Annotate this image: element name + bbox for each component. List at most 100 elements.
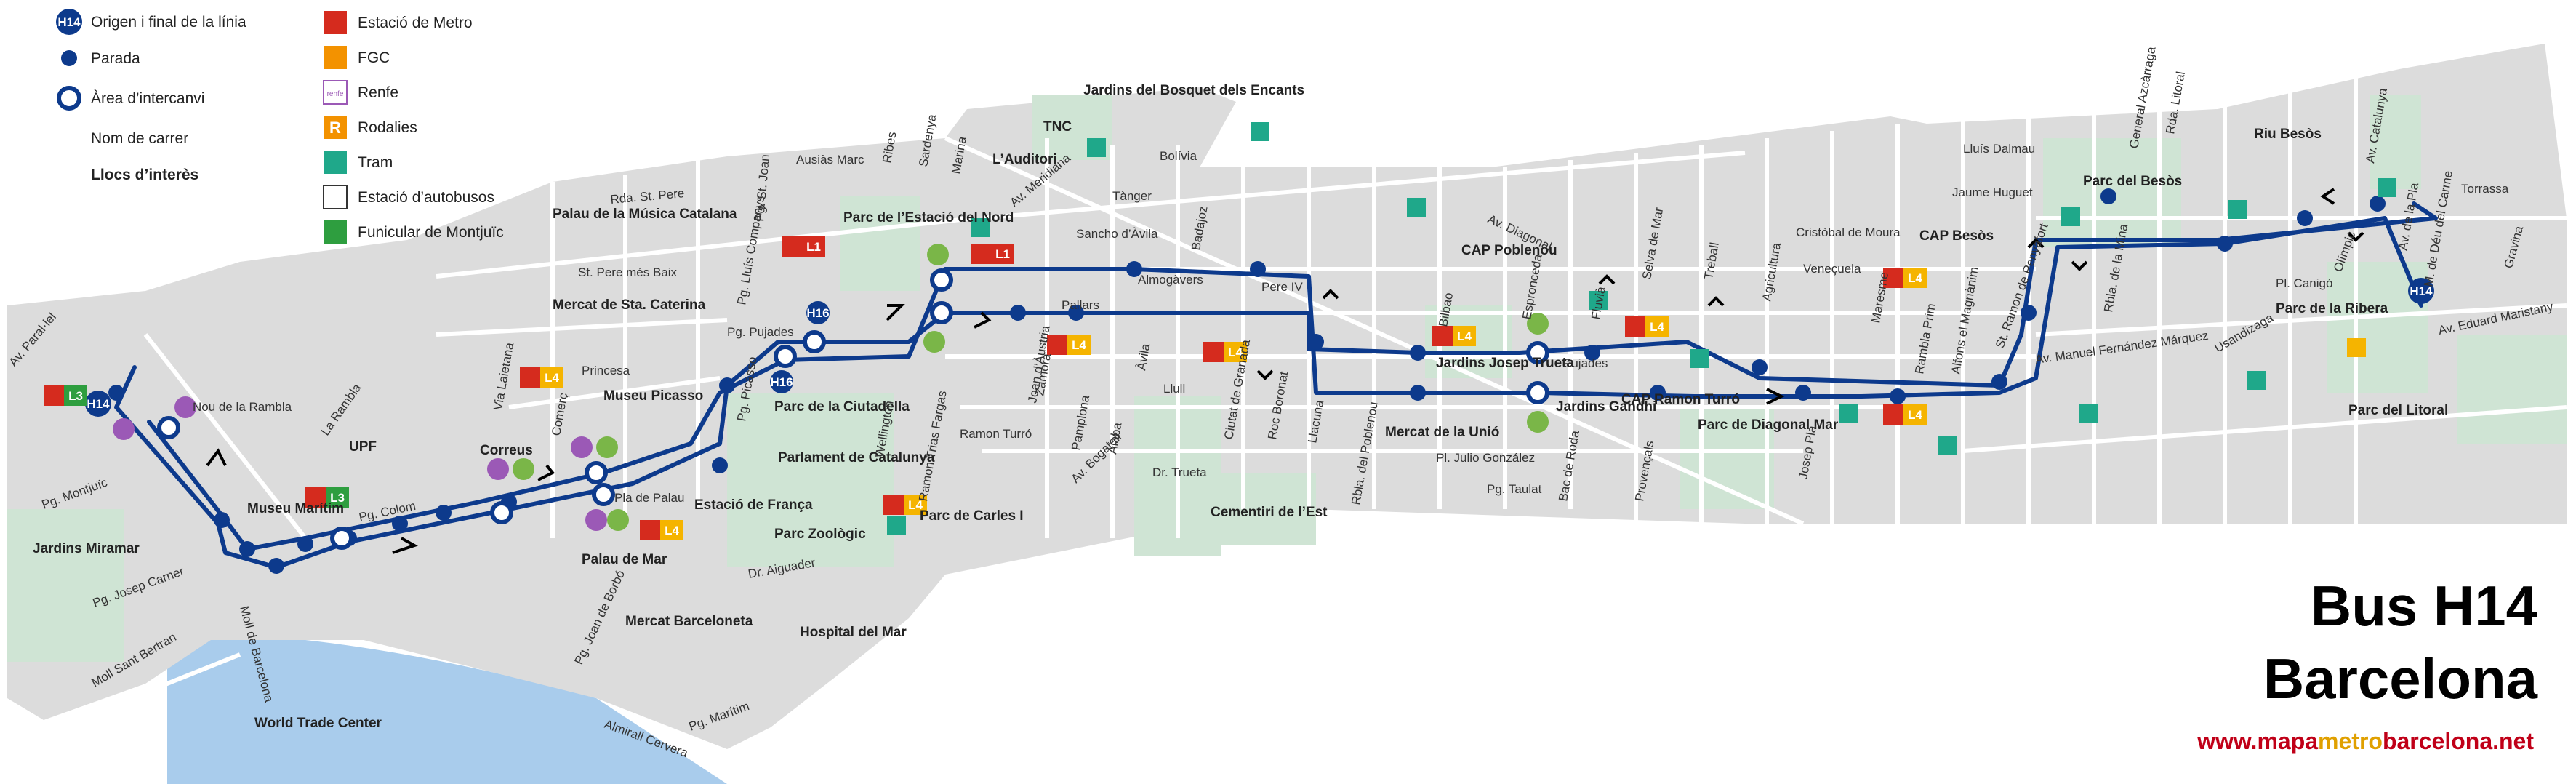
l1-badge-marina: L1 bbox=[995, 247, 1010, 261]
street-label: Pallars bbox=[1062, 298, 1099, 312]
place-label: Estació de França bbox=[694, 497, 813, 513]
h14-badge-east: H14 bbox=[2410, 284, 2433, 298]
legend-item-places: Llocs d’interès bbox=[91, 167, 198, 183]
place-label: Parc del Besòs bbox=[2083, 174, 2182, 189]
street-label: Lluís Dalmau bbox=[1963, 142, 2035, 156]
street-label: Pl. Julio González bbox=[1436, 451, 1535, 465]
tram-icon bbox=[324, 151, 347, 174]
legend-item-origin: Origen i final de la línia bbox=[91, 14, 246, 31]
street-label: Ramon Turró bbox=[960, 427, 1032, 441]
direction-arrows bbox=[206, 188, 2364, 554]
legend-item-interchange: Àrea d’intercanvi bbox=[91, 90, 204, 107]
place-label: Jardins Miramar bbox=[33, 541, 140, 556]
place-label: Parc Zoològic bbox=[774, 527, 866, 542]
website-part-3: barcelona.net bbox=[2383, 728, 2534, 754]
street-label: Bolívia bbox=[1160, 149, 1197, 163]
street-label: Veneçuela bbox=[1803, 262, 1861, 276]
place-label: Jardins Josep Trueta bbox=[1436, 356, 1575, 371]
legend-item-funicular: Funicular de Montjuïc bbox=[358, 224, 504, 241]
street-label: Pere IV bbox=[1261, 280, 1303, 294]
l4-badge-selva: L4 bbox=[1650, 320, 1664, 334]
rodalies-icon-mark: R bbox=[329, 119, 341, 137]
place-label: Parc del Litoral bbox=[2348, 403, 2448, 418]
stop-dot-icon bbox=[61, 50, 77, 66]
l4-badge-poblenou: L4 bbox=[1457, 329, 1472, 343]
place-label: Parlament de Catalunya bbox=[778, 450, 935, 465]
legend-item-street-name: Nom de carrer bbox=[91, 130, 188, 147]
place-label: TNC bbox=[1043, 119, 1072, 135]
bus-station-icon bbox=[323, 185, 348, 209]
l4-badge-jaume: L4 bbox=[545, 371, 559, 385]
street-label: St. Pere més Baix bbox=[578, 265, 678, 279]
renfe-icon-mark: renfe bbox=[327, 90, 344, 98]
place-label: Jardins Gandhi bbox=[1556, 399, 1656, 415]
fgc-icon bbox=[324, 46, 347, 69]
place-label: Mercat Barceloneta bbox=[625, 614, 753, 629]
street-label: Pg. Pujades bbox=[727, 325, 794, 339]
place-label: Museu Marítim bbox=[247, 501, 344, 516]
legend: H14 Origen i final de la línia Parada Àr… bbox=[56, 9, 504, 244]
website-part-2: metro bbox=[2318, 728, 2383, 754]
place-label: CAP Poblenou bbox=[1461, 243, 1557, 258]
riu-besos-area bbox=[2370, 95, 2421, 189]
park-montjuic bbox=[7, 509, 124, 662]
land-area bbox=[7, 44, 2567, 749]
street-label: Dr. Trueta bbox=[1152, 465, 1207, 479]
l4-badge-maresme: L4 bbox=[1908, 408, 1922, 422]
street-label: Pujades bbox=[1563, 356, 1608, 370]
place-label: CAP Ramon Turró bbox=[1621, 392, 1740, 407]
place-label: Museu Picasso bbox=[603, 388, 703, 404]
place-label: Cementiri de l’Est bbox=[1211, 505, 1328, 520]
park-estacio-nord bbox=[840, 196, 920, 291]
place-label: UPF bbox=[349, 439, 377, 455]
street-label: Sancho d’Àvila bbox=[1076, 227, 1158, 241]
street-label: Torrassa bbox=[2461, 182, 2509, 196]
l1-badge-arc: L1 bbox=[806, 240, 821, 254]
street-label: Ausiàs Marc bbox=[796, 153, 864, 167]
legend-item-renfe: Renfe bbox=[358, 84, 398, 101]
street-label: Pg. Taulat bbox=[1487, 482, 1542, 496]
legend-item-rodalies: Rodalies bbox=[358, 119, 417, 136]
website-part-1: www.mapa bbox=[2196, 728, 2318, 754]
interchange-ring-icon bbox=[57, 86, 81, 111]
website-link[interactable]: www.mapametrobarcelona.net bbox=[2196, 728, 2534, 754]
street-label: Cristòbal de Moura bbox=[1796, 225, 1901, 239]
street-label: Princesa bbox=[582, 364, 630, 377]
l4-badge-barceloneta: L4 bbox=[665, 524, 679, 537]
legend-item-stop: Parada bbox=[91, 50, 140, 67]
place-label: Parc de Carles I bbox=[920, 508, 1024, 524]
renfe-icon bbox=[323, 80, 348, 105]
street-label: Pla de Palau bbox=[614, 491, 684, 505]
h16-badge-north: H16 bbox=[806, 306, 829, 320]
h14-badge-west: H14 bbox=[87, 397, 110, 411]
rodalies-icon bbox=[324, 116, 347, 139]
place-label: CAP Besòs bbox=[1919, 228, 1994, 244]
l3-badge-paralel: L3 bbox=[68, 389, 83, 403]
legend-h14-badge-text: H14 bbox=[57, 15, 81, 29]
l3-badge-drassanes: L3 bbox=[330, 491, 345, 505]
legend-item-fgc: FGC bbox=[358, 49, 390, 66]
l4-badge-ciutadella: L4 bbox=[908, 498, 923, 512]
cemetery-east bbox=[1207, 473, 1316, 545]
l4-badge-llacuna: L4 bbox=[1228, 345, 1243, 359]
place-label: Hospital del Mar bbox=[800, 625, 907, 640]
h16-badge-south: H16 bbox=[770, 375, 793, 389]
place-label: Parc de la Ribera bbox=[2276, 301, 2388, 316]
place-label: Parc de Diagonal Mar bbox=[1698, 417, 1839, 433]
l4-badge-besos: L4 bbox=[1908, 271, 1922, 285]
place-label: Jardins del Bosquet dels Encants bbox=[1083, 83, 1304, 98]
place-label: Mercat de Sta. Caterina bbox=[553, 297, 706, 313]
street-label: Jaume Huguet bbox=[1952, 185, 2033, 199]
place-label: Correus bbox=[480, 443, 533, 458]
place-labels: Jardins Miramar Museu Marítim World Trad… bbox=[33, 83, 2448, 731]
street-label: Pl. Canigó bbox=[2276, 276, 2332, 290]
street-label: Almogàvers bbox=[1138, 273, 1203, 287]
h14-badge-legend-icon bbox=[56, 9, 82, 35]
l4-badge-bogatell: L4 bbox=[1072, 338, 1086, 352]
street-label: Nou de la Rambla bbox=[193, 400, 292, 414]
funicular-icon bbox=[324, 220, 347, 244]
place-label: L’Auditori bbox=[992, 152, 1057, 167]
street-label: Tànger bbox=[1112, 189, 1152, 203]
park-litoral bbox=[2457, 335, 2567, 444]
